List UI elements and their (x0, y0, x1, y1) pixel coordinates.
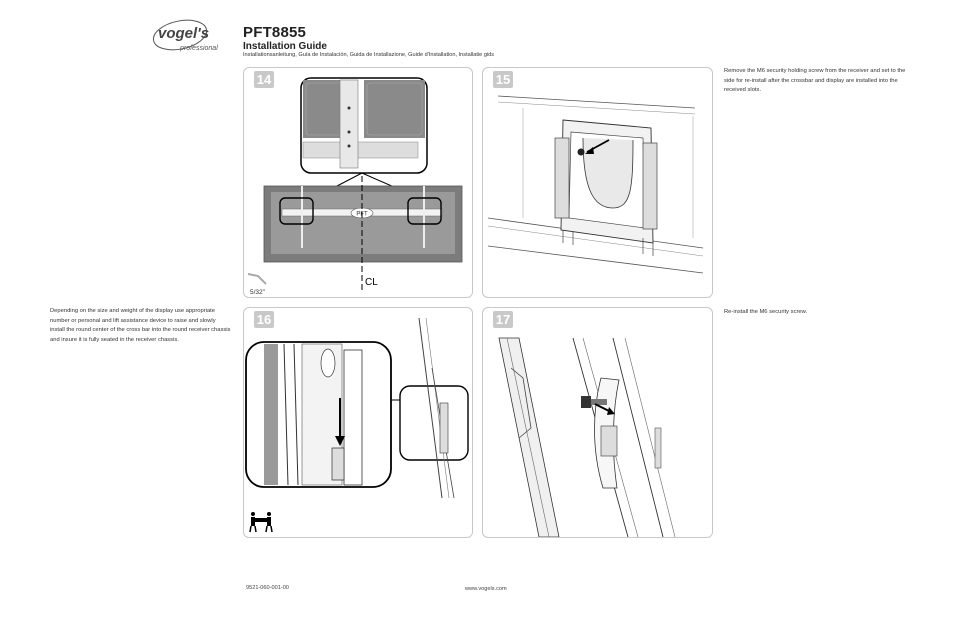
step-15-panel: 15 (482, 67, 713, 298)
tool-size-label: 5/32" (250, 289, 266, 296)
step-15-note: Remove the M6 security holding screw fro… (724, 68, 906, 94)
vogels-logo: vogel's professional (150, 18, 230, 54)
two-person-lift-icon (249, 512, 273, 533)
step-16-illustration (245, 317, 469, 533)
step-number: 14 (254, 71, 274, 88)
part-number: 9521-060-001-00 (246, 585, 289, 591)
guide-title: Installation Guide (243, 41, 327, 52)
step-17-illustration (498, 337, 676, 537)
step-number: 16 (254, 311, 274, 328)
step-17-panel: 17 (482, 307, 713, 538)
step-16-note: Depending on the size and weight of the … (50, 308, 231, 343)
website-link[interactable]: www.vogels.com (465, 586, 507, 592)
brand-name: vogel's (158, 25, 209, 42)
languages-line: Installationsanleitung, Guía de Instalac… (243, 52, 495, 58)
model-number: PFT8855 (243, 24, 307, 41)
step-15-illustration (487, 95, 704, 274)
brand-sub: professional (179, 45, 218, 52)
step-number: 15 (493, 71, 513, 88)
step-16-panel: 16 (243, 307, 473, 538)
step-14-illustration: PFT CL 5/32" (247, 77, 463, 296)
step-17-note: Re-install the M6 security screw. (724, 309, 808, 315)
step-14-panel: 14 PFT CL 5/32" (243, 67, 473, 298)
center-line-label: CL (365, 277, 378, 288)
step-number: 17 (493, 311, 513, 328)
